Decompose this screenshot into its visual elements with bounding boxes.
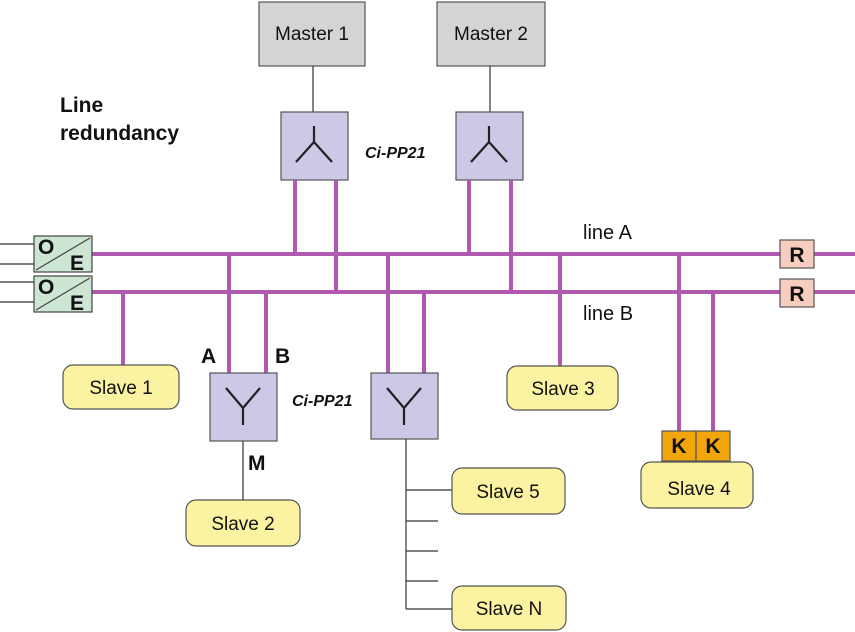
oe-converter-b: O E: [33, 275, 93, 315]
merger-icon: [386, 387, 422, 425]
line-b-label: line B: [583, 303, 633, 325]
splitter-icon: [295, 126, 333, 163]
k-label: K: [705, 435, 720, 458]
slave-2-label: Slave 2: [211, 514, 274, 535]
terminator-a: R: [779, 239, 815, 269]
coupler-bottom-2: [370, 372, 439, 440]
terminator-label: R: [789, 283, 804, 306]
master-1-box: Master 1: [258, 1, 366, 67]
slave-n-label: Slave N: [476, 599, 543, 620]
port-a-label: A: [201, 345, 216, 368]
converter-o-label: O: [38, 236, 54, 259]
port-m-label: M: [248, 452, 266, 475]
slave-5: Slave 5: [451, 467, 566, 515]
terminator-label: R: [789, 244, 804, 267]
slave-1: Slave 1: [62, 364, 180, 410]
slave-5-label: Slave 5: [476, 482, 539, 503]
terminator-b: R: [779, 278, 815, 308]
master-1-label: Master 1: [275, 24, 349, 45]
port-b-label: B: [275, 345, 290, 368]
splitter-icon: [470, 126, 508, 163]
merger-icon: [225, 387, 261, 425]
converter-o-label: O: [38, 276, 54, 299]
line-a-label: line A: [583, 222, 633, 244]
converter-e-label: E: [70, 292, 84, 315]
title-line-1: Line: [60, 94, 103, 117]
slave-3-label: Slave 3: [531, 379, 594, 400]
slave-2: Slave 2: [185, 499, 301, 547]
title-line-2: redundancy: [60, 122, 179, 145]
coupler-label-top: Ci-PP21: [365, 145, 426, 162]
slave-n: Slave N: [451, 585, 567, 631]
k-label: K: [671, 435, 686, 458]
oe-converter-a: O E: [33, 235, 93, 275]
slave-4: Slave 4: [640, 461, 754, 509]
coupler-top-2: [455, 111, 524, 181]
k-connector-b: K: [695, 430, 731, 462]
k-connector-a: K: [661, 430, 697, 462]
master-2-label: Master 2: [454, 24, 528, 45]
slave-1-label: Slave 1: [89, 378, 152, 399]
master-2-box: Master 2: [436, 1, 546, 67]
coupler-top-1: [280, 111, 349, 181]
coupler-label-bottom: Ci-PP21: [292, 393, 353, 410]
coupler-bottom-1: [209, 372, 278, 442]
slave-4-label: Slave 4: [667, 479, 731, 500]
slave-3: Slave 3: [506, 365, 619, 411]
converter-e-label: E: [70, 252, 84, 275]
